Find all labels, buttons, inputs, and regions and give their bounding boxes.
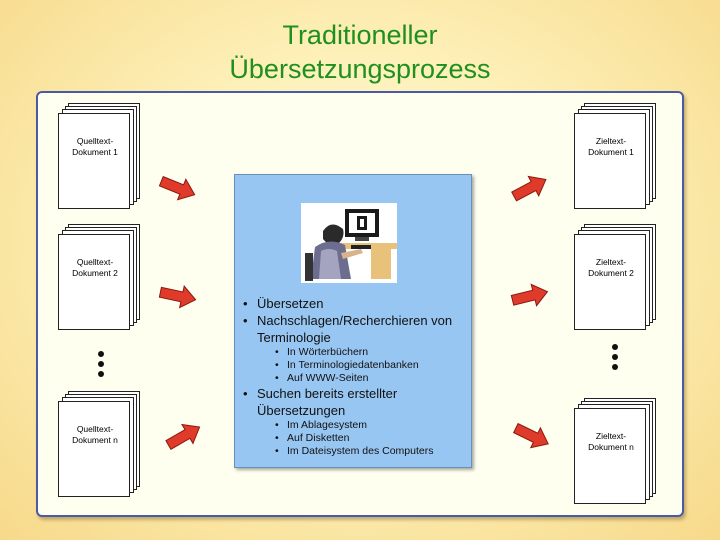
center-subitem-3: •Auf WWW-Seiten <box>275 372 369 384</box>
center-subitem-5: •Auf Disketten <box>275 432 350 444</box>
slide-title-line2: Übersetzungsprozess <box>229 54 491 84</box>
target-document-1: Zieltext-Dokument 1 <box>574 103 658 215</box>
right-arrow-icon <box>158 284 197 309</box>
computer-user-illustration <box>301 203 397 283</box>
right-arrow-icon <box>165 423 201 451</box>
diagram-frame: Quelltext-Dokument 1 Quelltext-Dokument … <box>36 91 684 517</box>
source-document-n-label-line1: Quelltext- <box>76 424 114 434</box>
source-document-n-label-line2: Dokument n <box>72 435 118 445</box>
target-document-n-label-line2: Dokument n <box>588 442 634 452</box>
source-document-n: Quelltext-Dokument n <box>58 391 142 503</box>
source-document-1: Quelltext-Dokument 1 <box>58 103 142 215</box>
source-document-1-label-line1: Quelltext- <box>76 136 114 146</box>
ellipsis-vertical-icon <box>612 344 618 374</box>
center-subitem-2: •In Terminologiedatenbanken <box>275 359 419 371</box>
right-arrow-icon <box>158 175 196 201</box>
center-subitem-6: •Im Dateisystem des Computers <box>275 445 434 457</box>
center-subitem-4: •Im Ablagesystem <box>275 419 367 431</box>
slide-title-line1: Traditioneller <box>282 20 438 50</box>
target-document-1-label-line1: Zieltext- <box>595 136 627 146</box>
source-document-1-label-line2: Dokument 1 <box>72 147 118 157</box>
right-arrow-icon <box>510 283 549 307</box>
source-document-2-label-line1: Quelltext- <box>76 257 114 267</box>
target-document-n: Zieltext-Dokument n <box>574 398 658 510</box>
right-arrow-icon <box>511 175 547 202</box>
target-document-n-label-line1: Zieltext- <box>595 431 627 441</box>
center-item-2: •Nachschlagen/Recherchieren von Terminol… <box>243 313 453 345</box>
source-document-2-label-line2: Dokument 2 <box>72 268 118 278</box>
source-document-2: Quelltext-Dokument 2 <box>58 224 142 336</box>
right-arrow-icon <box>512 422 549 449</box>
target-document-2-label-line2: Dokument 2 <box>588 268 634 278</box>
target-document-1-label-line2: Dokument 1 <box>588 147 634 157</box>
translation-process-box: •Übersetzen •Nachschlagen/Recherchieren … <box>234 174 472 468</box>
center-item-3: •Suchen bereits erstellter Übersetzungen <box>243 386 398 418</box>
ellipsis-vertical-icon <box>98 351 104 381</box>
center-item-1: •Übersetzen <box>243 296 324 311</box>
target-document-2-label-line1: Zieltext- <box>595 257 627 267</box>
target-document-2: Zieltext-Dokument 2 <box>574 224 658 336</box>
center-subitem-1: •In Wörterbüchern <box>275 346 369 358</box>
